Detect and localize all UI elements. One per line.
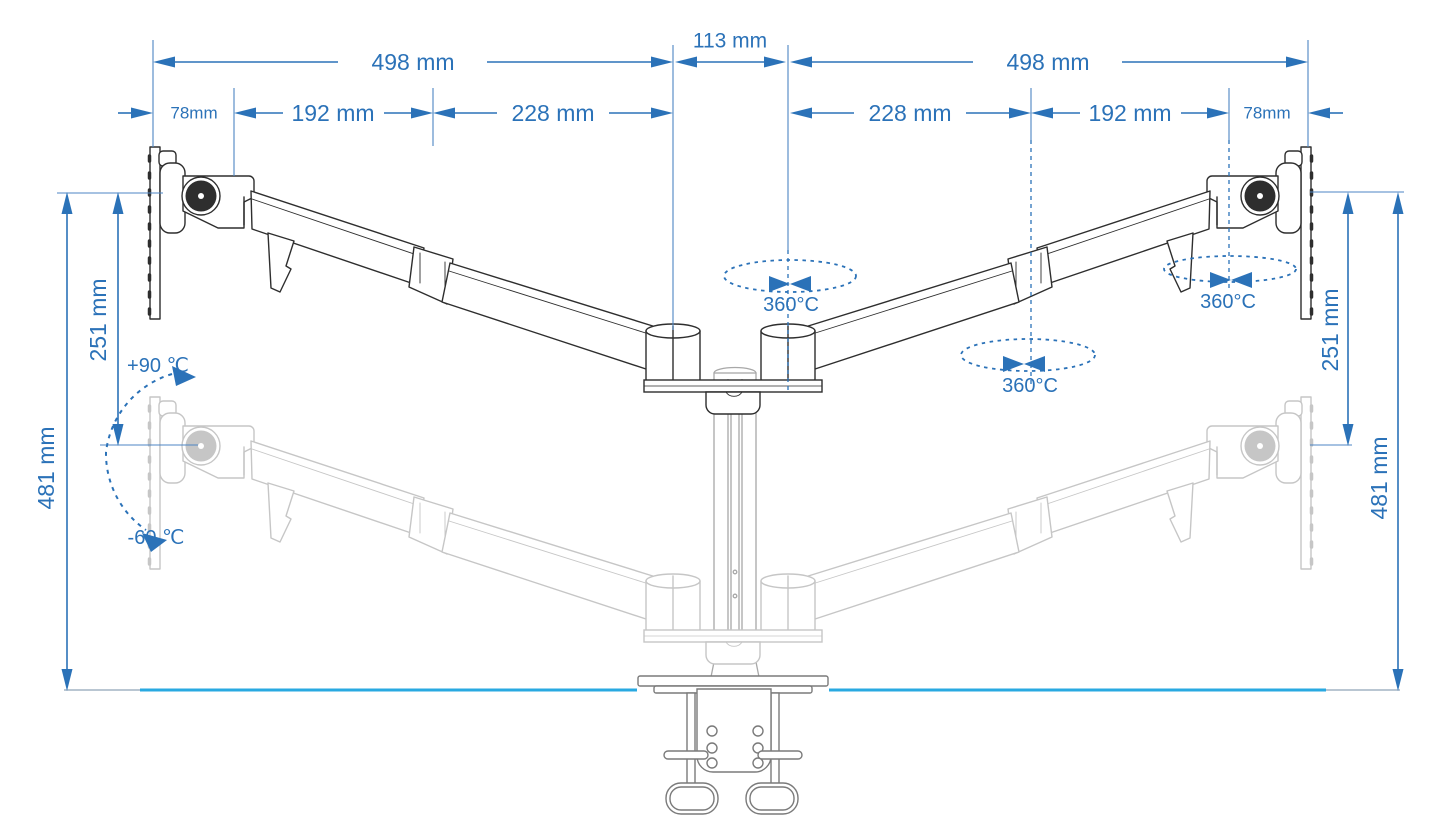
dim-row2-left-offset-label: 78mm <box>170 104 217 123</box>
tilt-indicator: +90 ℃ -60 ℃ <box>104 355 196 552</box>
dimension-layer: 498 mm 113 mm 498 mm 78mm 192 mm <box>33 30 1404 691</box>
dim-row1-center-label: 113 mm <box>693 30 767 53</box>
rotation-arrow-icon <box>1024 356 1045 372</box>
dim-row1: 498 mm 113 mm 498 mm <box>153 30 1308 75</box>
rotation-head-label: 360°C <box>1200 291 1256 313</box>
rotation-arrow-icon <box>790 276 811 292</box>
rotation-indicator-shoulder: 360°C <box>723 259 857 316</box>
rotation-shoulder-label: 360°C <box>763 294 819 316</box>
dim-right-outer-label: 481 mm <box>1366 436 1392 519</box>
tilt-up-arrow-icon <box>172 366 196 386</box>
rotation-arrow-icon <box>1003 356 1024 372</box>
rotation-arrow-icon <box>769 276 790 292</box>
tilt-up-label: +90 ℃ <box>127 355 189 377</box>
rotation-elbow-label: 360°C <box>1002 375 1058 397</box>
rotation-arrow-icon <box>1231 272 1252 288</box>
tilt-down-label: -60 ℃ <box>128 527 185 549</box>
rotation-indicator-elbow: 360°C <box>960 338 1096 397</box>
ghost-left-arm <box>147 395 702 639</box>
ghost-right-arm <box>759 395 1314 639</box>
dim-row1-right-label: 498 mm <box>1006 49 1089 75</box>
ghost-mount-bar <box>643 629 823 665</box>
left-arm <box>147 145 702 389</box>
dim-right-inner-label: 251 mm <box>1317 288 1343 371</box>
dim-row2-right-offset-label: 78mm <box>1243 104 1290 123</box>
dim-row2: 78mm 192 mm 228 mm 228 mm 192 mm 78mm <box>118 100 1343 126</box>
dim-row2-right-forearm-label: 228 mm <box>868 100 951 126</box>
dim-vertical-left: 481 mm 251 mm <box>33 192 124 691</box>
dim-row2-left-arm-label: 192 mm <box>291 100 374 126</box>
tilt-down-arrow-icon <box>142 533 167 552</box>
dim-row1-left-label: 498 mm <box>371 49 454 75</box>
dim-left-inner-label: 251 mm <box>85 278 111 361</box>
rotation-arrow-icon <box>1210 272 1231 288</box>
rotation-indicator-head: 360°C <box>1163 255 1297 313</box>
mount-bar <box>643 379 823 415</box>
dim-left-outer-label: 481 mm <box>33 426 59 509</box>
desk-clamp <box>637 675 829 815</box>
dim-row2-left-forearm-label: 228 mm <box>511 100 594 126</box>
rotation-centerlines <box>787 140 1230 392</box>
dim-vertical-right: 251 mm 481 mm <box>1317 192 1404 691</box>
extension-lines <box>57 40 1404 446</box>
dim-row2-right-arm-label: 192 mm <box>1088 100 1171 126</box>
